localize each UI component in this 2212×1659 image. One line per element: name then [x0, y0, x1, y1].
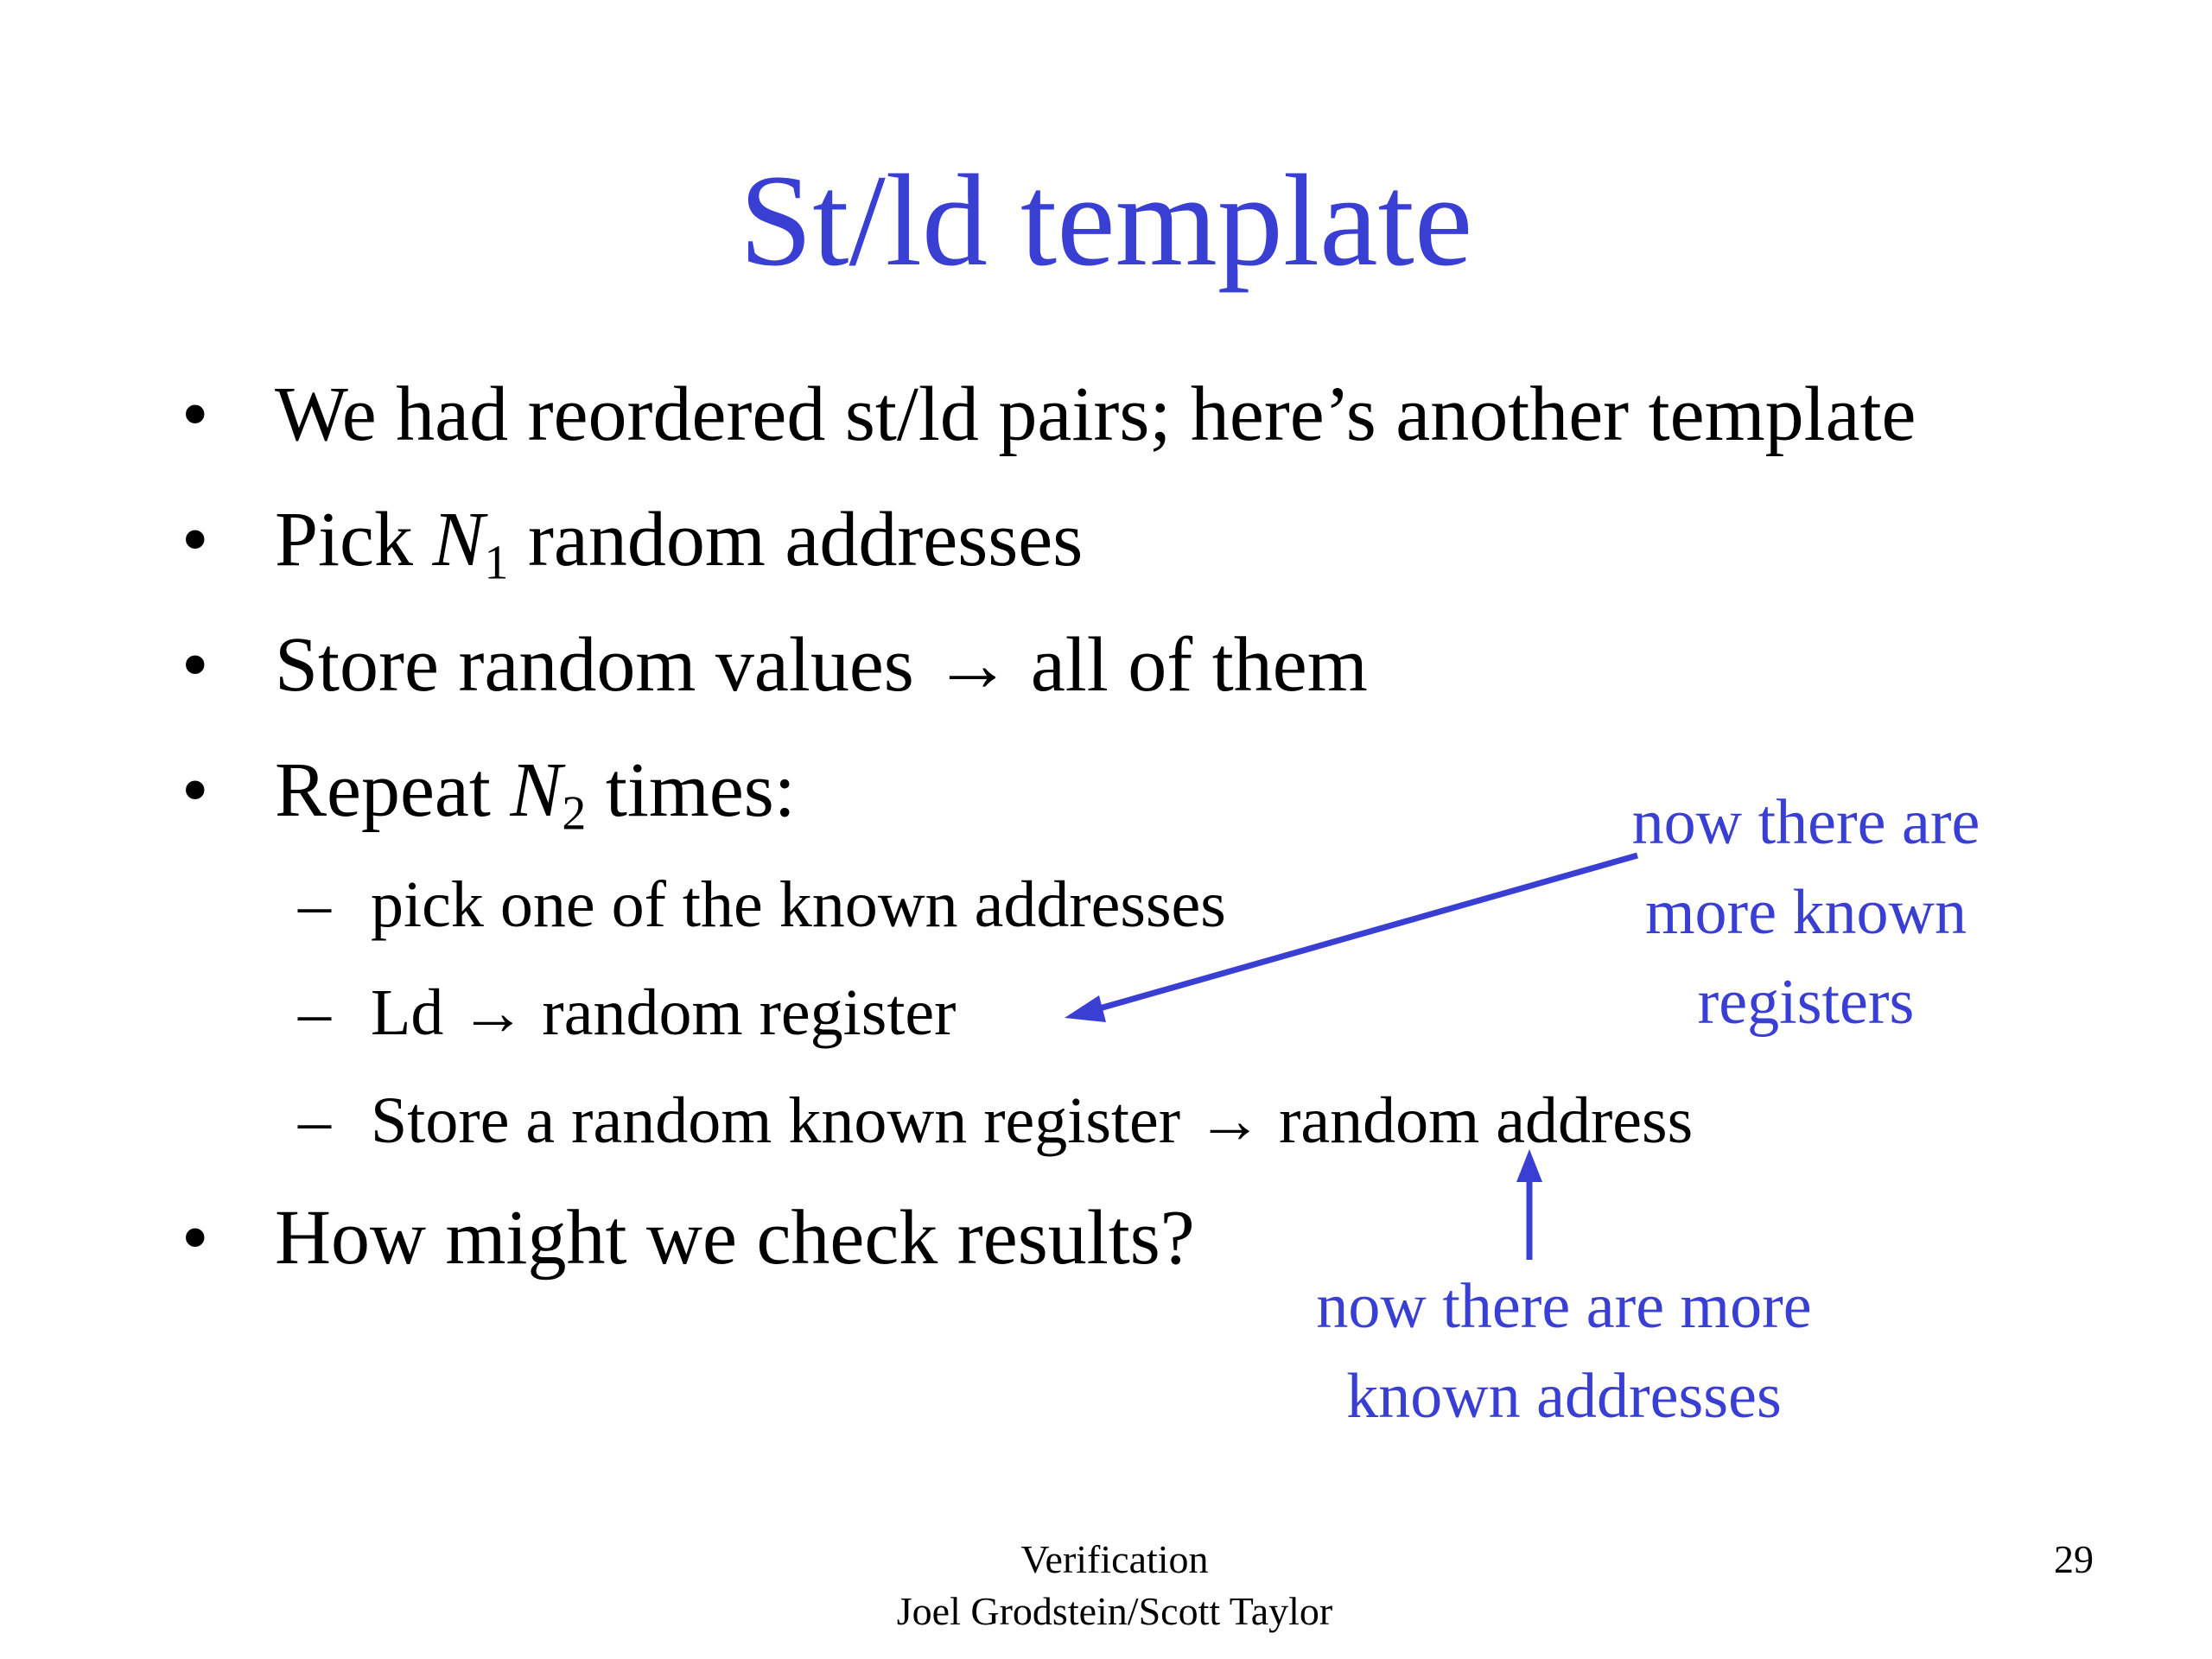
footer-title: Verification	[1020, 1537, 1209, 1581]
bullet-text: How might we check results?	[275, 1195, 1195, 1281]
bullet-marker: •	[181, 372, 209, 457]
sub-item-text: pick one of the known addresses	[371, 868, 1226, 941]
bullet-item: • How might we check results?	[181, 1191, 1195, 1286]
math-variable: N	[510, 747, 563, 833]
sub-item-text: Store a random known register → random a…	[371, 1084, 1694, 1157]
bullet-text-suffix: random addresses	[508, 497, 1084, 582]
bullet-item: • Store random values → all of them	[181, 618, 1368, 713]
page-number: 29	[2054, 1537, 2094, 1581]
bullet-marker: •	[181, 497, 209, 582]
bullet-text: Store random values → all of them	[275, 622, 1368, 708]
bullet-marker: •	[181, 747, 209, 833]
bullet-marker: •	[181, 622, 209, 708]
annotation-line: now there are more	[1316, 1271, 1812, 1342]
annotation-addresses: now there are more known addresses	[1262, 1262, 1866, 1441]
bullet-text-suffix: times:	[586, 747, 796, 833]
sub-marker: –	[298, 976, 331, 1049]
sub-item-text: Ld → random register	[371, 976, 957, 1049]
sub-list-item: –Ld → random register	[298, 972, 956, 1053]
arrow-to-address	[1516, 1149, 1542, 1260]
footer-center: Verification Joel Grodstein/Scott Taylor	[0, 1534, 2212, 1637]
arrowhead	[1065, 995, 1106, 1022]
sub-marker: –	[298, 1084, 331, 1157]
footer-authors: Joel Grodstein/Scott Taylor	[896, 1589, 1333, 1633]
bullet-text-prefix: Pick	[275, 497, 433, 582]
bullet-item: • We had reordered st/ld pairs; here’s an…	[181, 367, 1916, 462]
annotation-line: now there are	[1631, 787, 1980, 858]
bullet-marker: •	[181, 1195, 209, 1281]
math-subscript: 1	[484, 536, 509, 590]
math-variable: N	[432, 497, 485, 582]
annotation-line: registers	[1697, 967, 1915, 1038]
annotation-registers: now there are more known registers	[1581, 778, 2031, 1047]
annotation-line: more known	[1645, 877, 1967, 948]
sub-list-item: –pick one of the known addresses	[298, 864, 1226, 945]
sub-list-item: –Store a random known register → random …	[298, 1080, 1693, 1161]
bullet-item: • Repeat N2 times:	[181, 743, 796, 861]
math-subscript: 2	[562, 786, 587, 841]
annotation-line: known addresses	[1346, 1361, 1782, 1432]
sub-marker: –	[298, 868, 331, 941]
bullet-text: We had reordered st/ld pairs; here’s ano…	[275, 372, 1916, 457]
bullet-item: • Pick N1 random addresses	[181, 493, 1083, 611]
slide-title: St/ld template	[739, 148, 1473, 293]
bullet-text-prefix: Repeat	[275, 747, 511, 833]
